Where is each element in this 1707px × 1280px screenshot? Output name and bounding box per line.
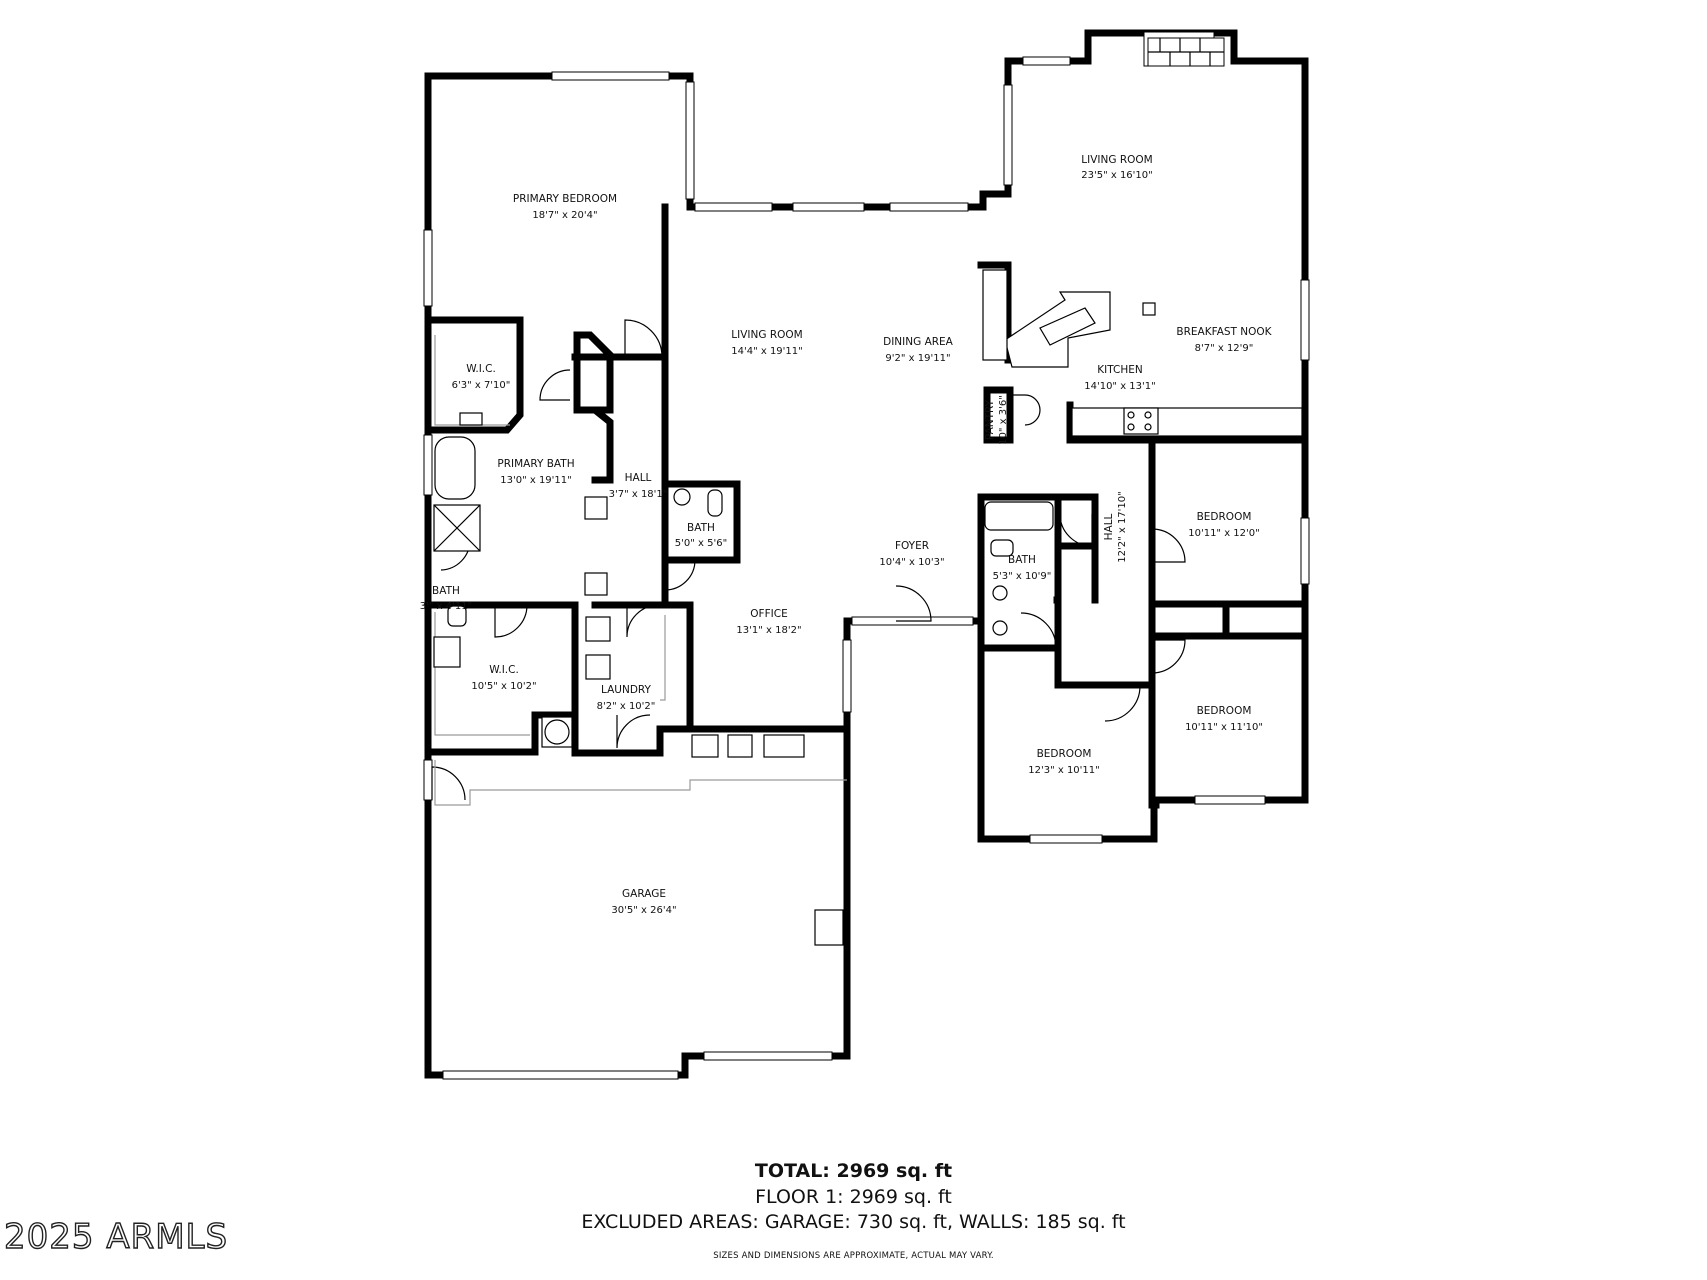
room-name: LAUNDRY (601, 684, 652, 696)
doors (431, 319, 1186, 801)
room-name: PRIMARY BEDROOM (513, 193, 617, 205)
room-labels: PRIMARY BEDROOM 18'7" x 20'4" W.I.C. 6'3… (420, 154, 1273, 916)
room-dims: 13'1" x 18'2" (736, 625, 801, 636)
room-name: HALL (625, 472, 652, 484)
room-dims: 12'3" x 10'11" (1028, 765, 1100, 776)
total-area: TOTAL: 2969 sq. ft (754, 1160, 953, 1182)
room-name: HALL (1103, 513, 1115, 540)
room-dims: 10'11" x 12'0" (1188, 528, 1260, 539)
watermark: 2025 ARMLS (3, 1216, 229, 1257)
room-dims: 18'7" x 20'4" (532, 210, 597, 221)
room-name: OFFICE (750, 608, 787, 620)
interior-walls (424, 203, 1309, 843)
room-name: BEDROOM (1197, 705, 1252, 717)
room-name: LIVING ROOM (731, 329, 802, 341)
floor-area: FLOOR 1: 2969 sq. ft (755, 1186, 952, 1208)
room-dims: 10" x 3'6" (998, 395, 1009, 445)
room-name: PRIMARY BATH (497, 458, 574, 470)
room-name: BATH (687, 522, 715, 534)
room-name: KITCHEN (1097, 364, 1143, 376)
room-name: W.I.C. (489, 664, 519, 676)
room-name: W.I.C. (466, 363, 496, 375)
fireplace-icon (1147, 37, 1225, 67)
room-dims: 30'5" x 26'4" (611, 905, 676, 916)
room-name: LIVING ROOM (1081, 154, 1152, 166)
room-dims: 14'4" x 19'11" (731, 346, 803, 357)
room-name: PANTRY (984, 399, 996, 440)
room-dims: 10'5" x 10'2" (471, 681, 536, 692)
exterior-walls (424, 29, 1309, 1079)
room-name: BATH (1008, 554, 1036, 566)
room-dims: 3'7" x 18'1" (609, 489, 668, 500)
disclaimer: SIZES AND DIMENSIONS ARE APPROXIMATE, AC… (713, 1251, 994, 1261)
room-name: FOYER (895, 540, 929, 552)
room-name: DINING AREA (883, 336, 954, 348)
room-name: BEDROOM (1197, 511, 1252, 523)
room-dims: 3'" x 4'11" (420, 601, 472, 612)
fixtures (433, 269, 1303, 946)
room-dims: 5'0" x 5'6" (675, 538, 727, 549)
room-dims: 5'3" x 10'9" (993, 571, 1052, 582)
room-dims: 8'2" x 10'2" (597, 701, 656, 712)
room-dims: 6'3" x 7'10" (452, 380, 511, 391)
room-dims: 14'10" x 13'1" (1084, 381, 1156, 392)
room-name: BREAKFAST NOOK (1176, 326, 1272, 338)
room-name: GARAGE (622, 888, 666, 900)
room-name: BEDROOM (1037, 748, 1092, 760)
room-dims: 12'2" x 17'10" (1117, 491, 1128, 563)
room-dims: 8'7" x 12'9" (1195, 343, 1254, 354)
room-dims: 13'0" x 19'11" (500, 475, 572, 486)
excluded-areas: EXCLUDED AREAS: GARAGE: 730 sq. ft, WALL… (581, 1211, 1126, 1233)
room-dims: 10'4" x 10'3" (879, 557, 944, 568)
room-dims: 23'5" x 16'10" (1081, 170, 1153, 181)
room-dims: 9'2" x 19'11" (885, 353, 950, 364)
windows (423, 31, 1310, 1080)
room-dims: 10'11" x 11'10" (1185, 722, 1263, 733)
room-name: BATH (432, 585, 460, 597)
